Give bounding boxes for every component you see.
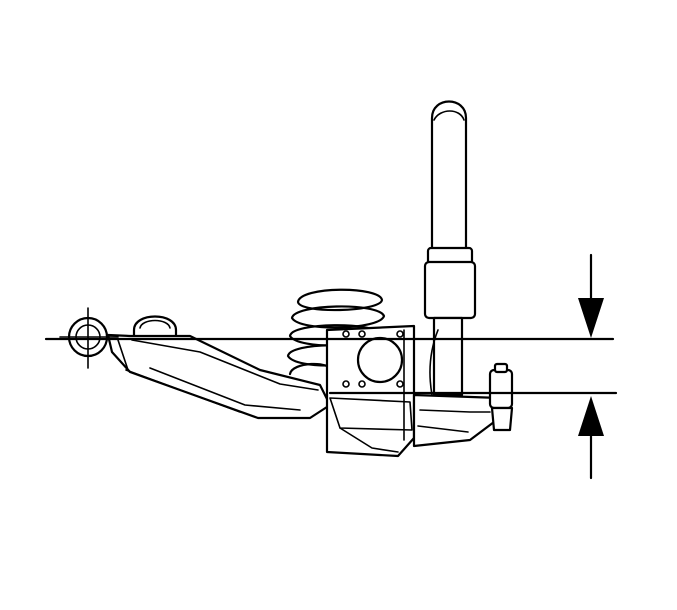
lower-housing (412, 393, 512, 448)
shock-rod-upper (430, 100, 468, 257)
axle-hub-hole (356, 336, 404, 384)
shock-mount-fitting (488, 362, 514, 432)
upper-arrow-icon (578, 253, 604, 338)
pivot-crosshair-icon (59, 307, 119, 369)
shock-absorber (423, 100, 477, 397)
lower-arrow-icon (578, 396, 604, 480)
shock-lower-tube (432, 316, 464, 397)
arm-body (106, 333, 332, 420)
shock-body (423, 260, 477, 320)
